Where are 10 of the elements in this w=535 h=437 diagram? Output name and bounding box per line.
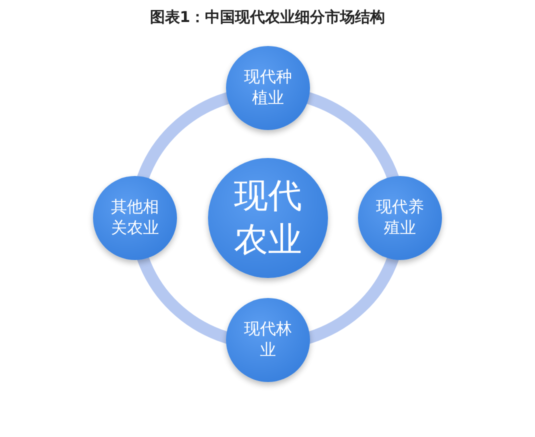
circle-label: 现代养殖业 bbox=[376, 197, 424, 239]
diagram-title: 图表1：中国现代农业细分市场结构 bbox=[148, 8, 386, 27]
circle-label: 现代林业 bbox=[244, 319, 292, 361]
circle-label: 现代农业 bbox=[234, 174, 302, 262]
circle-label: 其他相关农业 bbox=[111, 197, 159, 239]
category-circle bbox=[226, 46, 310, 130]
category-circle bbox=[93, 176, 177, 260]
category-circle bbox=[358, 176, 442, 260]
category-circle bbox=[226, 298, 310, 382]
circle-label: 现代种植业 bbox=[244, 67, 292, 109]
